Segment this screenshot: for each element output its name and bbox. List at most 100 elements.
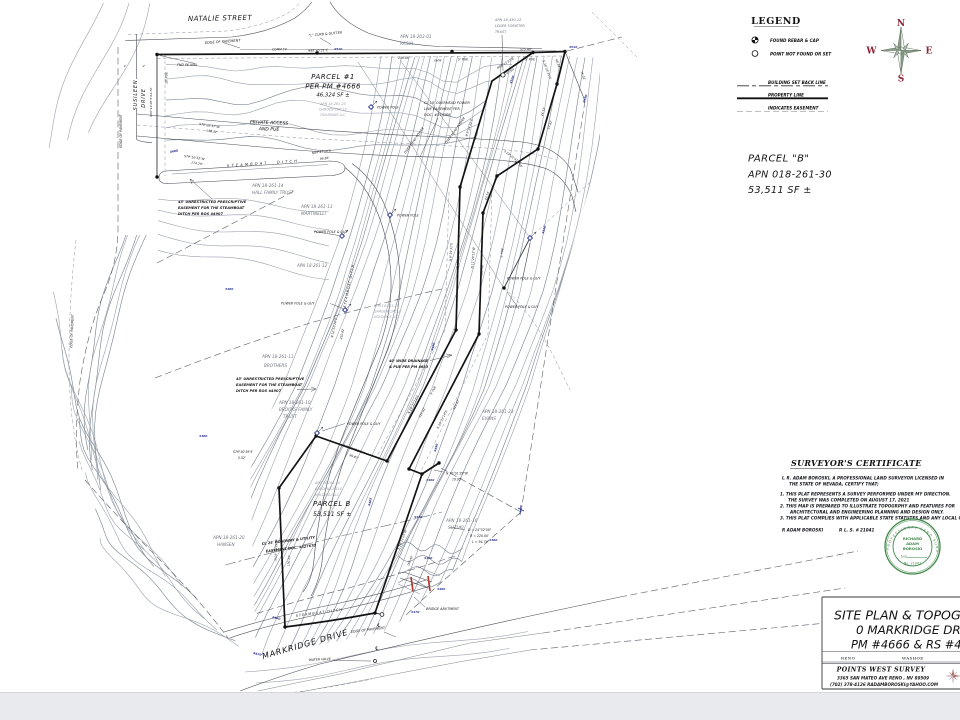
certificate-signer: R ADAM BOROSKI <box>782 528 824 533</box>
title-county: WASHOE <box>902 656 924 661</box>
compass-rose-icon: N S W E <box>865 19 932 85</box>
found-rebar-icon <box>751 36 759 44</box>
map-label: MARTINELLI <box>301 211 327 216</box>
map-label: STEAMBOAT <box>227 161 269 168</box>
easement-dashed-lines-path <box>529 181 591 239</box>
leader-lines-path <box>506 291 520 310</box>
map-label: BRIDGE ABUTMENT <box>426 607 460 611</box>
easement-dashed-lines-path <box>156 190 295 264</box>
map-label: 4490 <box>433 443 439 452</box>
map-label: 515.49' <box>520 47 532 51</box>
survey-point-dot <box>155 175 159 179</box>
steamboat-ditch-lines-path <box>229 585 431 639</box>
map-label: 292.62' <box>339 328 345 340</box>
map-label: BROOKS FAMILY <box>279 407 313 412</box>
map-label: APN 18-261-11 <box>261 354 294 359</box>
legend: LEGEND FOUND REBAR & CAP POINT NOT FOUND… <box>737 16 832 112</box>
street-lines-path <box>239 49 557 51</box>
leader-lines-path <box>296 386 317 392</box>
contour-line <box>95 508 236 642</box>
contour-line <box>250 56 420 658</box>
easement-dashed-lines-path <box>440 467 522 513</box>
map-label: HOLDINGS LLC <box>320 113 346 117</box>
map-label: APN 18-261-13 <box>300 204 333 209</box>
easement-dashed-lines-path <box>420 187 493 472</box>
map-label: 4510 <box>569 45 577 49</box>
map-label: OHW <box>434 58 442 62</box>
survey-point-dot <box>420 472 424 476</box>
map-label: 5' PUE <box>525 57 535 61</box>
map-label: 2' <box>143 64 146 68</box>
surveyor-stamp-seal-path <box>886 520 939 573</box>
legend-item-easement: INDICATES EASEMENT <box>768 106 820 111</box>
certificate-line: THE STATE OF NEVADA, CERTIFY THAT; <box>789 482 879 487</box>
bridge-abutment-marks-path <box>517 504 525 516</box>
mini-compass-icon-path <box>949 675 954 680</box>
contour-line <box>273 57 492 657</box>
power-pole-icon <box>338 232 346 240</box>
title-block: SITE PLAN & TOPOGRAPHIC SURVEY 0 MARKRID… <box>821 596 960 690</box>
street-lines-path <box>299 649 531 693</box>
mini-compass-icon <box>946 669 960 683</box>
leader-lines-path <box>433 469 444 473</box>
contour-line <box>250 57 410 657</box>
map-label: S79°16'32"W <box>184 154 206 161</box>
map-label: HALL FAMILY TRUST <box>252 190 294 195</box>
survey-point-dot <box>277 486 281 490</box>
map-label: APN 18-261-29 <box>373 304 399 308</box>
street-lines <box>68 0 859 695</box>
bridge-abutment-marks-path <box>427 575 431 592</box>
stamp-name: BOROSKI <box>903 546 923 551</box>
contour-line <box>88 2 151 133</box>
map-label: EASEMENT FOR THE STEAMBOAT <box>236 383 303 387</box>
map-label: 4480 <box>169 149 178 154</box>
parcel-boundary-lines-path <box>564 51 586 102</box>
title-block-path <box>822 597 960 689</box>
contour-line <box>165 136 513 151</box>
easement-dashed-lines-path <box>404 511 522 617</box>
survey-point-dot <box>315 51 319 55</box>
parcel-b-area: 53,511 SF ± <box>748 185 812 196</box>
map-label: 5' PUE <box>458 57 468 61</box>
map-label: APN 18-261-12 <box>296 263 328 268</box>
survey-point-dot <box>502 286 506 290</box>
survey-point-dot <box>155 52 159 57</box>
mini-compass-icon-path <box>952 675 957 680</box>
map-label: L = 94.76' <box>472 540 489 544</box>
point-not-found-icon <box>751 50 759 57</box>
map-label: R = 220.00' <box>470 534 489 538</box>
map-label: 43.14' <box>484 190 491 200</box>
map-label: EDGE OF PAVEMENT <box>69 313 75 348</box>
map-label: N89°45'31"E <box>308 48 328 52</box>
contour-line <box>397 554 468 567</box>
map-label: APN 18-261-25 <box>319 102 346 106</box>
map-label: S79°50'39"E <box>233 450 253 454</box>
map-label: S79°26'37"W <box>199 122 221 129</box>
bridge-abutment-marks-path <box>397 565 441 595</box>
survey-point-dot <box>373 611 377 615</box>
map-label: TRUST <box>495 30 507 34</box>
stamp-exp-label: Exp. <box>901 555 908 559</box>
map-label: 4490 <box>430 342 436 351</box>
map-label: N 12°12'12"E <box>330 317 338 338</box>
map-label: CL 25' ROADWAY & UTILITY <box>262 535 316 546</box>
certificate-line: I, R. ADAM BOROSKI, A PROFESSIONAL LAND … <box>782 476 945 481</box>
surveyor-stamp-seal-path <box>892 526 933 567</box>
overhead-power-lines-path <box>399 59 531 239</box>
map-label: DITCH PER ROS #4907 <box>236 389 281 393</box>
map-label: 99.87' <box>349 453 360 460</box>
survey-point-dot <box>450 49 454 54</box>
map-label: EVANS <box>482 416 496 421</box>
guy-wire-tick <box>343 229 349 235</box>
map-label: 4480 <box>225 287 233 291</box>
map-label: COMM TV <box>272 47 288 51</box>
map-label: 148.31' <box>206 129 218 135</box>
steamboat-ditch-lines-path <box>158 160 346 184</box>
street-lines-path <box>619 550 859 598</box>
map-label: DITCH PER ROS #4907 <box>178 212 223 216</box>
survey-point-dot <box>385 459 389 463</box>
leader-lines-path <box>383 631 397 638</box>
map-label: 42.89' <box>473 130 480 140</box>
contour-line <box>165 85 513 119</box>
